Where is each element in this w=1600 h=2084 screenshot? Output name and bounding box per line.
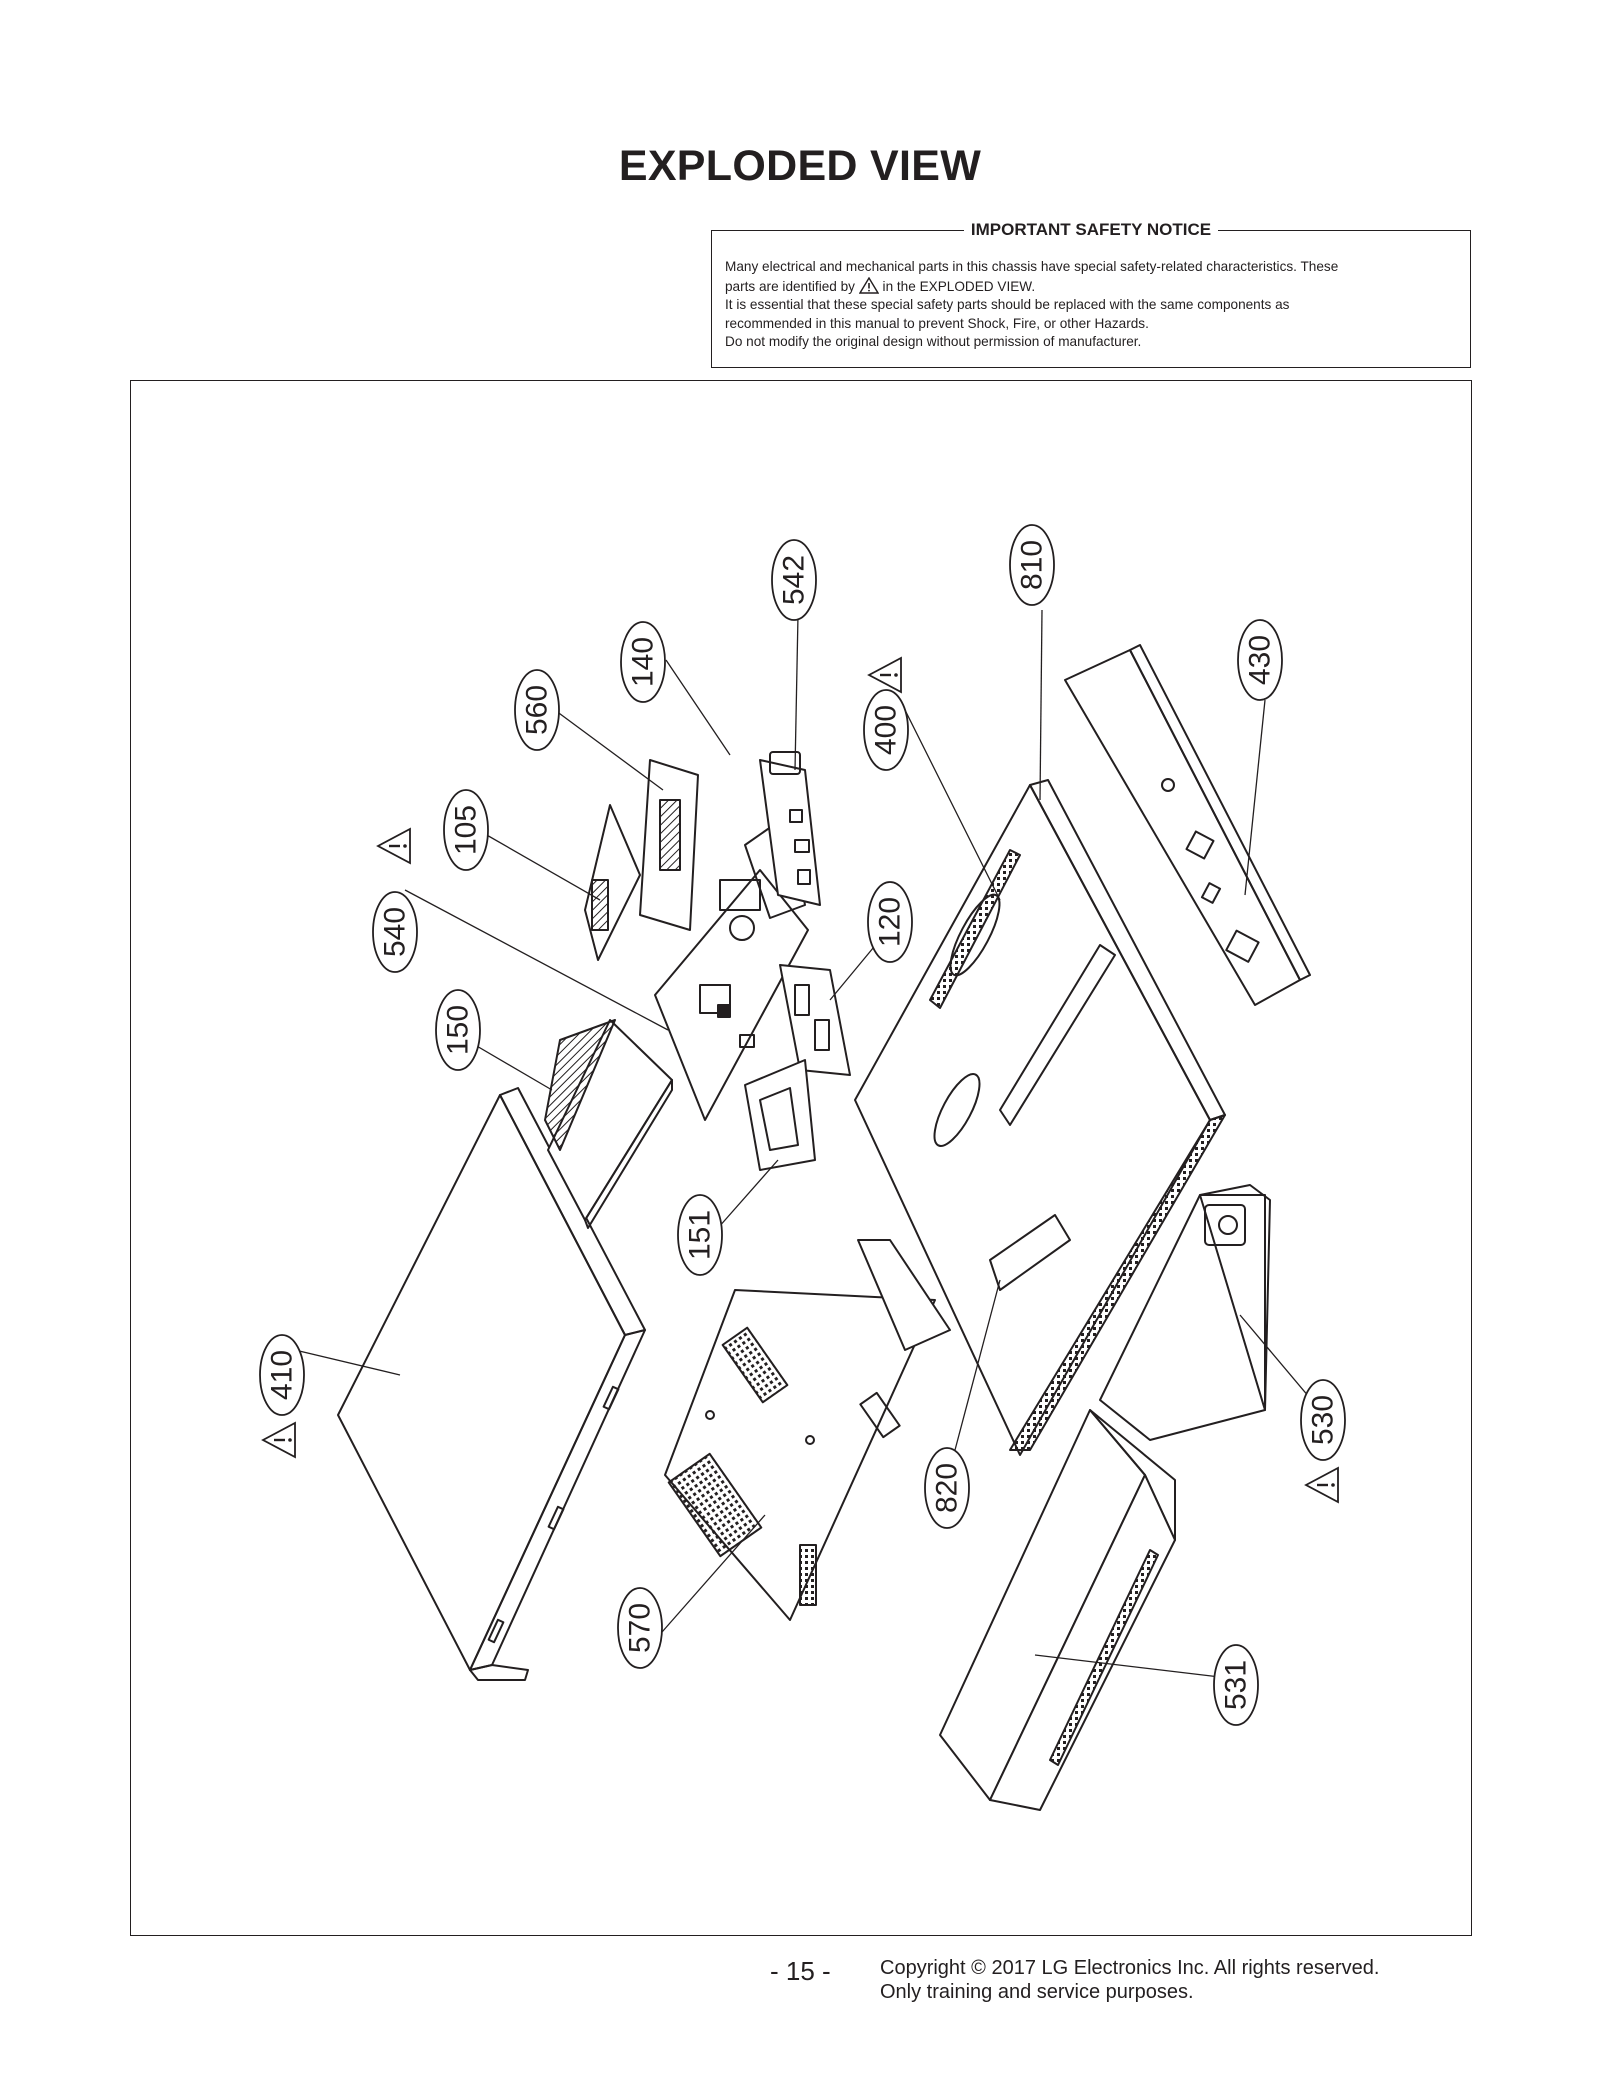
- motherboard-part: [664, 1239, 951, 1621]
- heatsink-part: [544, 1019, 673, 1229]
- warning-triangle-icon: [1304, 1466, 1339, 1504]
- copyright-line: Only training and service purposes.: [880, 1981, 1194, 2003]
- svg-text:540: 540: [379, 907, 412, 957]
- callout-540: 540: [372, 891, 418, 973]
- warning-triangle-icon: [261, 1421, 296, 1459]
- callout-570: 570: [617, 1587, 663, 1669]
- callout-810: 810: [1009, 524, 1055, 606]
- safety-notice-line: Many electrical and mechanical parts in …: [725, 259, 1339, 274]
- svg-text:820: 820: [931, 1463, 964, 1513]
- svg-text:151: 151: [684, 1210, 717, 1260]
- callout-151: 151: [677, 1194, 723, 1276]
- warning-triangle-icon: [376, 827, 411, 865]
- svg-text:530: 530: [1307, 1395, 1340, 1445]
- callout-430: 430: [1237, 619, 1283, 701]
- io-bracket-part: [759, 751, 821, 906]
- svg-text:120: 120: [874, 897, 907, 947]
- svg-text:570: 570: [624, 1603, 657, 1653]
- exploded-view-frame: [130, 380, 1472, 1936]
- power-supply-part: [1099, 1184, 1271, 1441]
- copyright-notice: Copyright © 2017 LG Electronics Inc. All…: [880, 1956, 1379, 2004]
- svg-text:531: 531: [1220, 1660, 1253, 1710]
- safety-notice-line: recommended in this manual to prevent Sh…: [725, 315, 1149, 331]
- top-cover-part: [337, 1087, 646, 1681]
- callout-820: 820: [924, 1447, 970, 1529]
- callout-balloons: 410 150 540 105 560 140 542 400: [259, 524, 1346, 1726]
- warning-triangle-icon: [858, 276, 879, 294]
- front-bezel-part: [939, 1409, 1176, 1811]
- safety-notice-heading: IMPORTANT SAFETY NOTICE: [712, 219, 1470, 241]
- callout-530: 530: [1300, 1379, 1346, 1461]
- rear-panel-part: [1064, 644, 1311, 1006]
- svg-text:140: 140: [627, 637, 660, 687]
- cpu-bracket-part: [744, 1059, 816, 1171]
- chassis-part: [854, 779, 1226, 1456]
- svg-text:542: 542: [778, 555, 811, 605]
- safety-notice-line: It is essential that these special safet…: [725, 297, 1290, 312]
- page-title: EXPLODED VIEW: [618, 142, 982, 190]
- callout-400: 400: [863, 689, 909, 771]
- copyright-line: Copyright © 2017 LG Electronics Inc. All…: [880, 1957, 1380, 1979]
- callout-531: 531: [1213, 1644, 1259, 1726]
- callout-542: 542: [771, 539, 817, 621]
- svg-text:150: 150: [442, 1005, 475, 1055]
- memory-module-part: [779, 964, 851, 1076]
- svg-text:410: 410: [266, 1350, 299, 1400]
- sub-board-part: [584, 759, 699, 961]
- svg-text:560: 560: [521, 685, 554, 735]
- safety-notice-text: Many electrical and mechanical parts in …: [725, 258, 1457, 352]
- safety-markers: [261, 656, 1339, 1504]
- warning-triangle-icon: [867, 656, 902, 694]
- svg-text:105: 105: [450, 805, 483, 855]
- svg-text:400: 400: [870, 705, 903, 755]
- callout-150: 150: [435, 989, 481, 1071]
- safety-notice-line: Do not modify the original design withou…: [725, 334, 1142, 349]
- safety-notice-box: IMPORTANT SAFETY NOTICE Many electrical …: [711, 220, 1471, 368]
- callout-105: 105: [443, 789, 489, 871]
- callout-410: 410: [259, 1334, 305, 1416]
- svg-text:810: 810: [1016, 540, 1049, 590]
- callout-140: 140: [620, 621, 666, 703]
- page-number: - 15 -: [770, 1956, 831, 1986]
- safety-notice-line: parts are identified by in the EXPLODED …: [725, 276, 1036, 294]
- callout-120: 120: [867, 881, 913, 963]
- callout-560: 560: [514, 669, 560, 751]
- svg-text:430: 430: [1244, 635, 1277, 685]
